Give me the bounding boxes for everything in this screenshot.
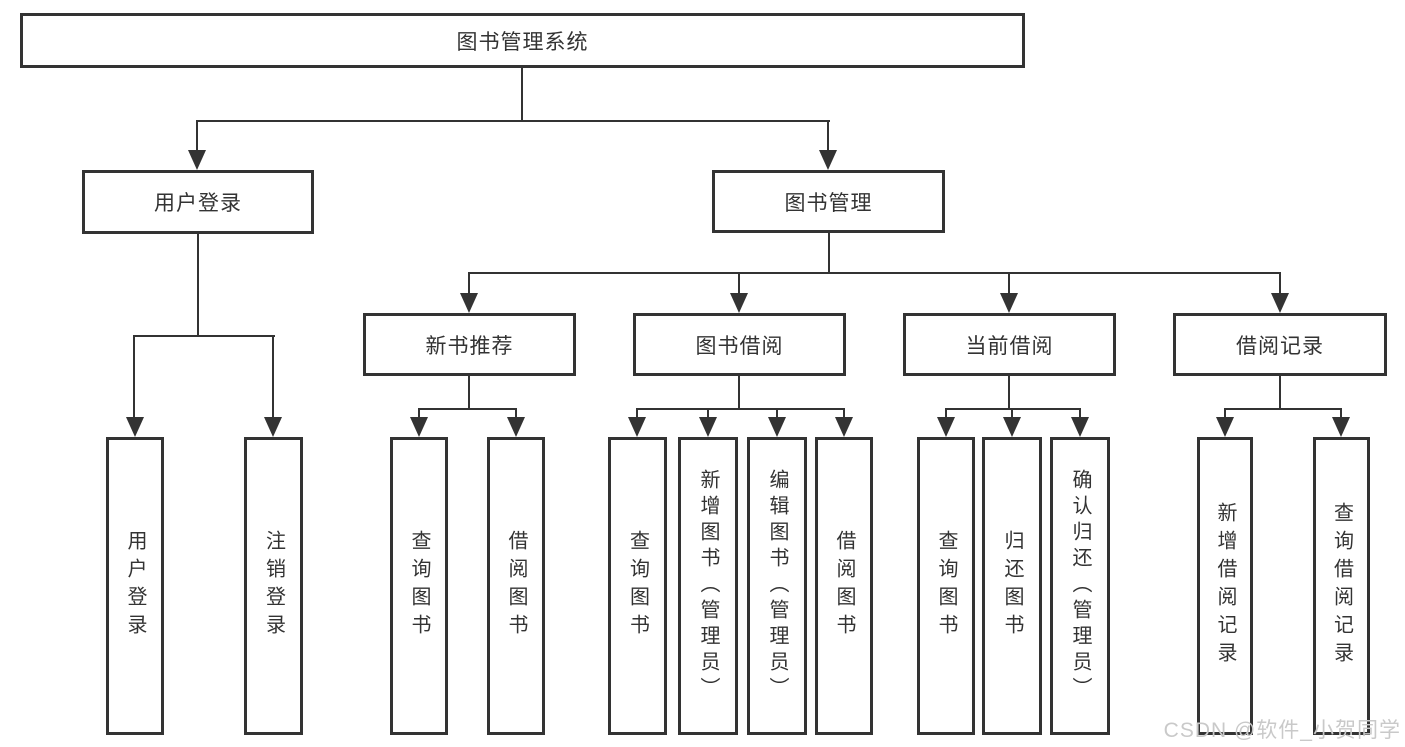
connector-line [1279, 272, 1281, 295]
connector-line [1279, 376, 1281, 410]
arrowhead [768, 417, 786, 437]
connector-line [196, 120, 830, 122]
node-user-login: 用户登录 [82, 170, 314, 234]
arrowhead [1271, 293, 1289, 313]
arrowhead [188, 150, 206, 170]
connector-line [636, 408, 638, 419]
arrowhead [835, 417, 853, 437]
connector-line [133, 335, 135, 419]
connector-line [418, 408, 517, 410]
leaf-add-book-admin: 新增图书（管理员） [678, 437, 738, 735]
node-book-management: 图书管理 [712, 170, 945, 233]
leaf-query-borrow-record: 查询借阅记录 [1313, 437, 1370, 735]
node-book-borrow: 图书借阅 [633, 313, 846, 376]
arrowhead [264, 417, 282, 437]
node-root: 图书管理系统 [20, 13, 1025, 68]
arrowhead [1000, 293, 1018, 313]
arrowhead [1003, 417, 1021, 437]
connector-line [1008, 272, 1010, 295]
leaf-query-books-recommend: 查询图书 [390, 437, 448, 735]
arrowhead [1216, 417, 1234, 437]
connector-line [521, 68, 523, 122]
arrowhead [730, 293, 748, 313]
arrowhead [937, 417, 955, 437]
connector-line [945, 408, 1081, 410]
connector-line [1011, 408, 1013, 419]
connector-line [1079, 408, 1081, 419]
connector-line [827, 120, 829, 152]
connector-line [468, 376, 470, 410]
csdn-watermark: CSDN @软件_小贺同学 [1163, 719, 1401, 742]
node-borrow-records: 借阅记录 [1173, 313, 1387, 376]
connector-line [468, 272, 1281, 274]
connector-line [843, 408, 845, 419]
leaf-add-borrow-record: 新增借阅记录 [1197, 437, 1253, 735]
connector-line [738, 376, 740, 410]
leaf-logout-login: 注销登录 [244, 437, 303, 735]
connector-line [1224, 408, 1342, 410]
connector-line [196, 120, 198, 152]
arrowhead [699, 417, 717, 437]
connector-line [707, 408, 709, 419]
connector-line [776, 408, 778, 419]
leaf-borrow-books-recommend: 借阅图书 [487, 437, 545, 735]
node-new-book-recommend: 新书推荐 [363, 313, 576, 376]
arrowhead [1332, 417, 1350, 437]
leaf-query-books-current: 查询图书 [917, 437, 975, 735]
arrowhead [1071, 417, 1089, 437]
arrowhead [628, 417, 646, 437]
leaf-user-login: 用户登录 [106, 437, 164, 735]
connector-line [418, 408, 420, 419]
leaf-edit-book-admin: 编辑图书（管理员） [747, 437, 807, 735]
leaf-borrow-books: 借阅图书 [815, 437, 873, 735]
connector-line [738, 272, 740, 295]
connector-line [133, 335, 275, 337]
leaf-return-book: 归还图书 [982, 437, 1042, 735]
connector-line [468, 272, 470, 295]
connector-line [828, 233, 830, 274]
connector-line [515, 408, 517, 419]
leaf-query-books-borrow: 查询图书 [608, 437, 667, 735]
arrowhead [126, 417, 144, 437]
connector-line [272, 335, 274, 419]
connector-line [1008, 376, 1010, 410]
connector-line [945, 408, 947, 419]
connector-line [1340, 408, 1342, 419]
arrowhead [819, 150, 837, 170]
leaf-confirm-return-admin: 确认归还（管理员） [1050, 437, 1110, 735]
connector-line [1224, 408, 1226, 419]
connector-line [636, 408, 845, 410]
arrowhead [410, 417, 428, 437]
node-current-borrow: 当前借阅 [903, 313, 1116, 376]
arrowhead [507, 417, 525, 437]
connector-line [197, 234, 199, 337]
arrowhead [460, 293, 478, 313]
